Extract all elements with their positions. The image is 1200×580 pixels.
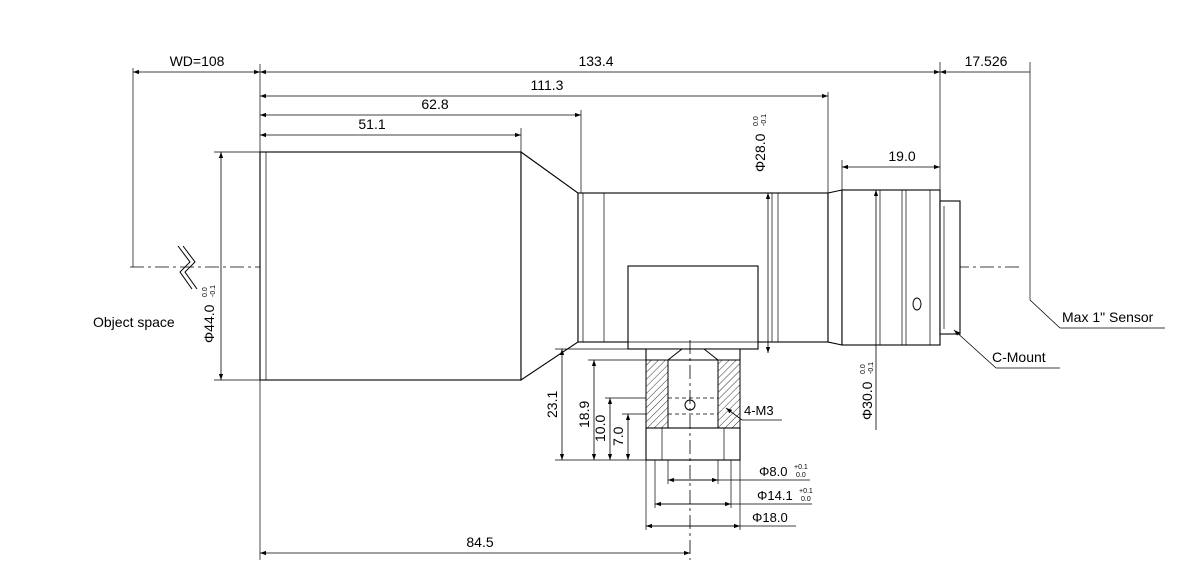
dia-28-tol-upper: 0.0 (753, 116, 760, 126)
dimension-labels: WD=108 133.4 17.526 111.3 62.8 51.1 19.0… (170, 53, 1008, 550)
total-length-label: 133.4 (578, 53, 613, 69)
dia-18-label: Φ18.0 (752, 510, 788, 525)
height-10-label: 10.0 (592, 415, 608, 442)
callout-labels: Object space Max 1" Sensor C-Mount 4-M3 (93, 309, 1154, 418)
screw-icon (912, 297, 922, 311)
length-62-label: 62.8 (421, 96, 448, 112)
c-mount-label: C-Mount (992, 349, 1046, 365)
dia-14-label: Φ14.1 (757, 488, 793, 503)
dia-30-tol-upper: 0.0 (860, 364, 867, 374)
length-111-label: 111.3 (531, 77, 564, 93)
dimension-lines (133, 69, 1030, 556)
dia-14-tol-lower: 0.0 (801, 496, 811, 503)
dia-44-tol-lower: -0.1 (210, 285, 217, 297)
height-18-label: 18.9 (576, 401, 592, 428)
object-space-label: Object space (93, 314, 175, 330)
dia-8-tol-lower: 0.0 (796, 472, 806, 479)
thread-label: 4-M3 (744, 403, 774, 418)
leader-lines (725, 299, 1165, 421)
dia-30-tol-lower: -0.1 (868, 362, 875, 374)
height-23-label: 23.1 (544, 391, 560, 418)
dia-30-label: Φ30.0 (859, 381, 875, 420)
sensor-offset-label: 17.526 (965, 53, 1008, 69)
dia-28-label: Φ28.0 (752, 133, 768, 172)
vertical-dimension-labels: Φ44.0 0.0 -0.1 Φ28.0 0.0 -0.1 Φ30.0 0.0 … (201, 114, 875, 446)
length-51-label: 51.1 (358, 116, 385, 132)
dia-8-tol-upper: +0.1 (794, 464, 808, 471)
length-84-label: 84.5 (466, 534, 493, 550)
dia-28-tol-lower: -0.1 (761, 114, 768, 126)
mount-adapter (645, 340, 741, 560)
height-7-label: 7.0 (610, 426, 626, 446)
lens-body (259, 150, 961, 382)
sensor-label: Max 1" Sensor (1062, 309, 1154, 325)
length-19-label: 19.0 (888, 148, 915, 164)
dia-44-label: Φ44.0 (201, 304, 217, 343)
extension-lines (132, 62, 1031, 560)
dia-44-tol-upper: 0.0 (202, 287, 209, 297)
wd-label: WD=108 (170, 53, 225, 69)
dia-14-tol-upper: +0.1 (799, 488, 813, 495)
dia-8-label: Φ8.0 (759, 464, 787, 479)
bore-diameter-labels: Φ8.0 +0.1 0.0 Φ14.1 +0.1 0.0 Φ18.0 (752, 464, 813, 525)
